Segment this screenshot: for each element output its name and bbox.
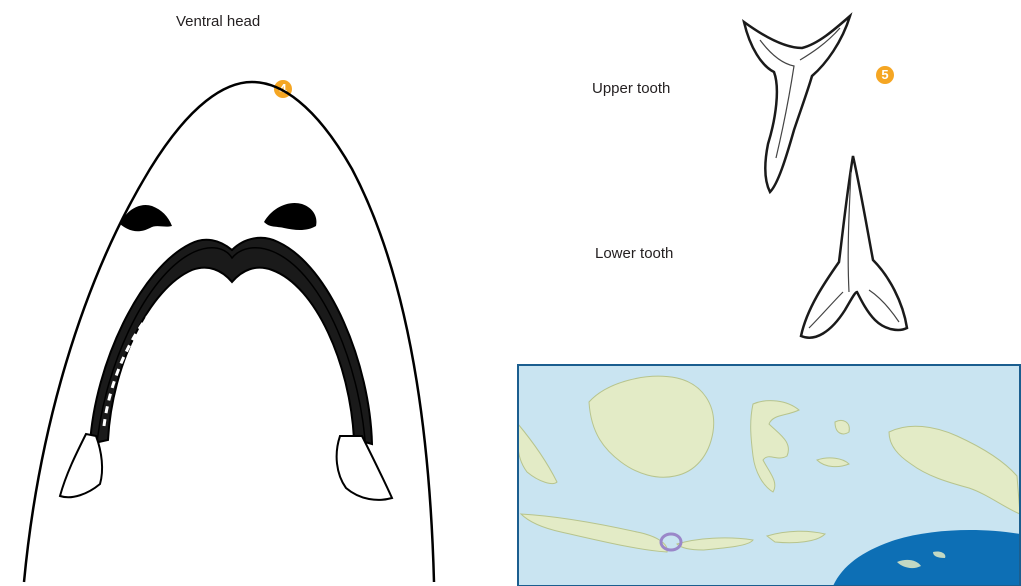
right-nostril — [264, 203, 316, 230]
jaw-outer — [90, 238, 372, 444]
distribution-map — [517, 364, 1021, 586]
left-labial-fold — [60, 434, 102, 497]
ventral-head-label: Ventral head — [176, 13, 260, 30]
upper-tooth-label: Upper tooth — [592, 80, 670, 97]
teeth-marker-badge: 5 — [876, 66, 894, 84]
ventral-head-illustration — [0, 74, 460, 584]
lower-tooth-illustration — [795, 152, 915, 352]
head-outline — [24, 82, 434, 582]
right-labial-fold — [337, 436, 392, 500]
lower-tooth-label: Lower tooth — [595, 245, 673, 262]
